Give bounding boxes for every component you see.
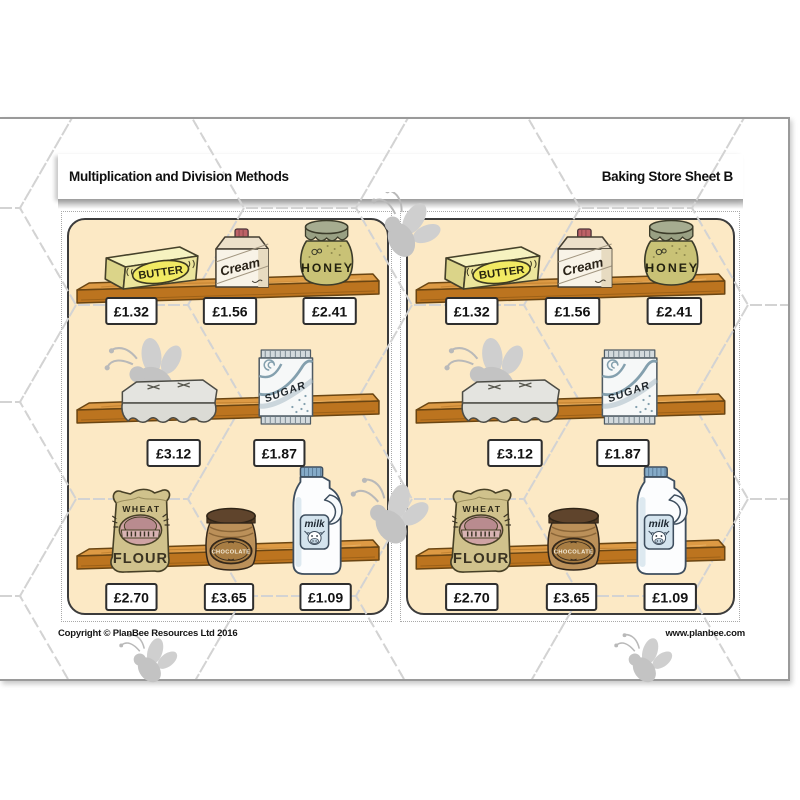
svg-text:FLOUR: FLOUR [453, 551, 509, 567]
svg-text:£2.41: £2.41 [312, 304, 347, 320]
svg-text:CHOCOLATE: CHOCOLATE [554, 550, 594, 556]
svg-text:FLOUR: FLOUR [113, 551, 168, 567]
footer: Copyright © PlanBee Resources Ltd 2016 w… [58, 628, 745, 639]
svg-text:CHOCOLATE: CHOCOLATE [212, 550, 251, 556]
svg-text:£1.87: £1.87 [605, 447, 641, 463]
svg-text:£3.12: £3.12 [156, 446, 191, 462]
svg-text:£3.12: £3.12 [497, 447, 533, 463]
cream-item: Cream [557, 228, 613, 288]
sugar-item: SUGAR [601, 349, 659, 425]
flour-item: WHEAT FLOUR [450, 488, 512, 573]
honey-item: HONEY [643, 219, 699, 286]
price-tag: £2.70 [445, 583, 499, 611]
price-tag: £2.41 [646, 297, 703, 325]
svg-text:£1.32: £1.32 [114, 304, 149, 320]
svg-text:£1.32: £1.32 [454, 305, 490, 321]
svg-text:£1.56: £1.56 [555, 305, 591, 321]
svg-text:£2.41: £2.41 [656, 305, 692, 321]
svg-text:HONEY: HONEY [301, 261, 354, 275]
eggs-item [121, 379, 218, 424]
svg-text:£1.87: £1.87 [262, 446, 297, 462]
chocolate-item: CHOCOLATE [205, 507, 257, 571]
footer-website: www.planbee.com [665, 628, 745, 639]
worksheet-band: Multiplication and Division Methods Baki… [0, 117, 790, 683]
price-tag: £1.09 [299, 583, 352, 611]
bee-icon [119, 633, 178, 683]
price-tag: £1.56 [202, 297, 258, 325]
svg-text:£1.09: £1.09 [652, 591, 688, 607]
price-tag: £1.87 [596, 439, 650, 467]
price-tag: £1.32 [105, 297, 158, 325]
svg-text:£1.09: £1.09 [308, 590, 343, 606]
eggs-item [461, 379, 560, 424]
honey-item: HONEY [299, 219, 354, 286]
sugar-item: SUGAR [258, 349, 315, 425]
price-tag: £3.12 [487, 439, 543, 467]
price-tag: £3.12 [146, 439, 201, 467]
milk-item: milk [292, 466, 343, 575]
svg-text:WHEAT: WHEAT [463, 504, 502, 514]
price-tag: £1.32 [445, 297, 499, 325]
bee-icon [614, 633, 673, 683]
svg-text:£1.56: £1.56 [212, 304, 247, 320]
svg-text:milk: milk [304, 519, 325, 530]
header-titles: Multiplication and Division Methods Baki… [58, 154, 743, 199]
cream-item: Cream [215, 228, 270, 288]
milk-item: milk [636, 466, 688, 575]
flour-item: WHEAT FLOUR [110, 488, 171, 573]
svg-text:WHEAT: WHEAT [122, 504, 160, 514]
price-tag: £1.56 [544, 297, 601, 325]
svg-text:milk: milk [649, 519, 671, 530]
price-tag: £2.70 [105, 583, 158, 611]
svg-text:£3.65: £3.65 [211, 590, 246, 606]
price-tag: £2.41 [302, 297, 357, 325]
svg-text:£2.70: £2.70 [454, 591, 490, 607]
page-title: Multiplication and Division Methods [69, 169, 289, 184]
price-tag: £3.65 [203, 583, 255, 611]
footer-copyright: Copyright © PlanBee Resources Ltd 2016 [58, 628, 238, 639]
sheet-name: Baking Store Sheet B [601, 169, 734, 184]
price-tag: £1.09 [643, 583, 697, 611]
svg-text:£3.65: £3.65 [554, 591, 590, 607]
svg-text:£2.70: £2.70 [114, 590, 149, 606]
chocolate-item: CHOCOLATE [547, 507, 600, 571]
svg-text:HONEY: HONEY [645, 261, 699, 275]
price-tag: £1.87 [253, 439, 306, 467]
price-tag: £3.65 [545, 583, 598, 611]
